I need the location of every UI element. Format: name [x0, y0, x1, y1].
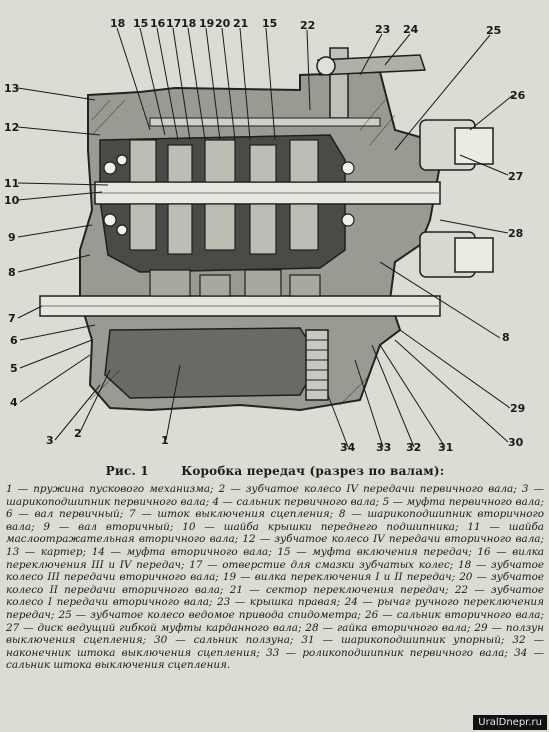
callout-25: 25 [486, 24, 501, 37]
callout-30: 30 [508, 436, 524, 449]
callout-11: 11 [4, 177, 19, 190]
caption-legend-text: 1 — пружина пускового механизма; 2 — зуб… [6, 483, 544, 672]
callout-17: 17 [166, 17, 181, 30]
callout-15b: 15 [262, 17, 277, 30]
callout-23: 23 [375, 23, 390, 36]
gearbox-cross-section-drawing: 18 15 16 17 18 19 20 21 15 22 23 24 25 2… [4, 17, 526, 454]
callout-32: 32 [406, 441, 421, 454]
callout-26: 26 [510, 89, 526, 102]
callout-22: 22 [300, 19, 315, 32]
callout-21: 21 [233, 17, 248, 30]
callout-13: 13 [4, 82, 19, 95]
callout-28: 28 [508, 227, 523, 240]
callout-20: 20 [215, 17, 231, 30]
callout-12: 12 [4, 121, 19, 134]
caption-title-line: Рис. 1 Коробка передач (разрез по валам)… [6, 464, 544, 478]
callout-10: 10 [4, 194, 20, 207]
callout-27: 27 [508, 170, 523, 183]
watermark: UralDnepr.ru [473, 715, 547, 730]
callout-15: 15 [133, 17, 148, 30]
callout-18: 18 [181, 17, 196, 30]
callout-2: 2 [74, 427, 82, 440]
callout-6: 6 [10, 334, 18, 347]
figure-title: Коробка передач (разрез по валам): [181, 464, 445, 478]
figure-caption: Рис. 1 Коробка передач (разрез по валам)… [6, 464, 544, 672]
callout-5: 5 [10, 362, 18, 375]
callout-14: 18 [110, 17, 125, 30]
callout-8b: 8 [502, 331, 510, 344]
callout-4: 4 [10, 396, 18, 409]
callout-31: 31 [438, 441, 453, 454]
callout-16: 16 [150, 17, 166, 30]
callout-33: 33 [376, 441, 391, 454]
callout-7: 7 [8, 312, 16, 325]
callout-3: 3 [46, 434, 54, 447]
callout-1: 1 [161, 434, 169, 447]
callout-19: 19 [199, 17, 214, 30]
callout-34: 34 [340, 441, 356, 454]
callout-8: 8 [8, 266, 16, 279]
callout-24: 24 [403, 23, 419, 36]
callout-29: 29 [510, 402, 525, 415]
figure-number: Рис. 1 [105, 464, 149, 478]
callout-9: 9 [8, 231, 16, 244]
